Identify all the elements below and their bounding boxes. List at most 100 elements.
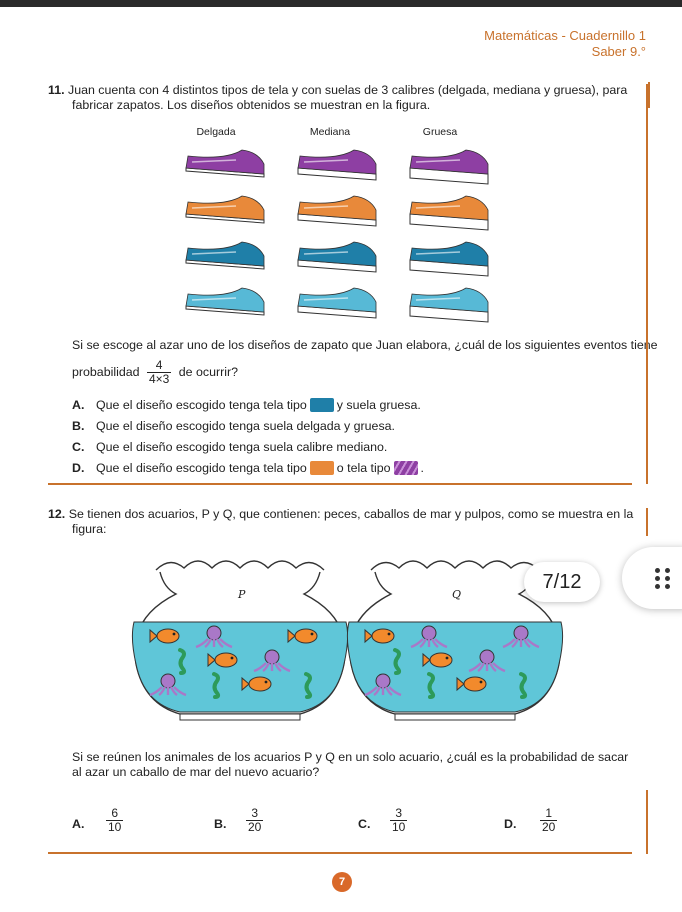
octopus-icon — [502, 625, 540, 649]
q12-answer-c-letter: C. — [358, 817, 371, 831]
seahorse-icon — [519, 672, 528, 699]
shoe-icon — [409, 287, 489, 323]
aquarium-q — [346, 560, 564, 721]
q11-option-d-letter: D. — [72, 461, 85, 475]
shoe-designs-figure — [185, 149, 489, 323]
q11-stem-line2: fabricar zapatos. Los diseños obtenidos … — [72, 98, 431, 112]
grid-dot-icon — [655, 568, 660, 573]
q11-stem-line1: Juan cuenta con 4 distintos tipos de tel… — [68, 83, 628, 97]
page-number: 7 — [332, 872, 352, 892]
q11-option-d-pre: Que el diseño escogido tenga tela tipo — [96, 461, 307, 475]
fish-icon — [364, 628, 395, 644]
aquarium-p — [131, 560, 349, 721]
fish-icon — [241, 676, 272, 692]
q12-right-rule — [646, 508, 648, 536]
shoe-icon — [185, 241, 265, 270]
page-indicator[interactable]: 7/12 — [524, 562, 600, 602]
q12-answer-c-num: 3 — [395, 806, 403, 820]
q12-question-line2: al azar un caballo de mar del nuevo acua… — [72, 765, 320, 779]
q11-option-d-post: . — [420, 461, 424, 475]
grid-dot-icon — [655, 584, 660, 589]
q11-option-d[interactable]: D. Que el diseño escogido tenga tela tipo… — [72, 460, 424, 476]
q11-option-d-mid: o tela tipo — [336, 461, 391, 475]
fish-icon — [207, 652, 238, 668]
seahorse-icon — [178, 648, 187, 675]
q12-answer-c-den: 10 — [390, 820, 408, 834]
q11-option-b-text: Que el diseño escogido tenga suela delga… — [96, 419, 395, 433]
shoe-icon — [185, 149, 265, 178]
q12-stem-line2: figura: — [72, 522, 107, 536]
q11-option-c-text: Que el diseño escogido tenga suela calib… — [96, 440, 388, 454]
q11-frac-num: 4 — [155, 358, 163, 373]
grid-dot-icon — [665, 584, 670, 589]
q11-question-line2: probabilidad 4 4×3 de ocurrir? — [72, 358, 238, 386]
fish-icon — [287, 628, 318, 644]
q11-question-line1: Si se escoge al azar uno de los diseños … — [72, 338, 658, 352]
header-rule — [648, 82, 650, 108]
fabric-blue-swatch-icon — [309, 398, 334, 412]
q11-option-c[interactable]: C. Que el diseño escogido tenga suela cal… — [72, 439, 387, 455]
shoe-icon — [185, 287, 265, 316]
q12-answer-d-letter: D. — [504, 817, 517, 831]
seahorse-icon — [304, 672, 313, 699]
header-subject: Matemáticas - Cuadernillo 1 — [484, 28, 646, 43]
grid-dot-icon — [655, 576, 660, 581]
q11-option-a[interactable]: A. Que el diseño escogido tenga tela tipo… — [72, 397, 421, 413]
q12-question-line1: Si se reúnen los animales de los acuario… — [72, 750, 629, 764]
column-delgada: Delgada — [196, 126, 236, 138]
q11-option-a-pre: Que el diseño escogido tenga tela tipo — [96, 398, 307, 412]
fabric-orange-swatch-icon — [309, 461, 334, 475]
q12-stem-line1: Se tienen dos acuarios, P y Q, que conti… — [68, 507, 634, 521]
q12-answer-d-num: 1 — [545, 806, 553, 820]
shoe-icon — [297, 195, 377, 227]
column-mediana: Mediana — [309, 126, 351, 138]
octopus-icon — [195, 625, 233, 649]
q12-bottom-rule — [646, 790, 648, 854]
shoe-icon — [409, 149, 489, 185]
fish-icon — [456, 676, 487, 692]
q12-answer-a-den: 10 — [106, 820, 124, 834]
q11-option-a-post: y suela gruesa. — [336, 398, 421, 412]
fish-icon — [149, 628, 180, 644]
q11-right-rule — [646, 84, 648, 484]
tank-q-label: Q — [452, 588, 461, 601]
grid-dot-icon — [665, 576, 670, 581]
bottom-divider — [48, 852, 632, 854]
tank-p-label: P — [237, 588, 246, 601]
q11-fraction: 4 4×3 — [146, 358, 172, 387]
octopus-icon — [410, 625, 448, 649]
column-gruesa: Gruesa — [422, 126, 458, 138]
q12-answer-b-letter: B. — [214, 817, 227, 831]
shoe-icon — [297, 287, 377, 319]
q11-number: 11. — [48, 83, 65, 97]
top-bar — [0, 0, 682, 7]
seahorse-icon — [212, 672, 221, 699]
shoe-icon — [409, 241, 489, 277]
octopus-icon — [364, 673, 402, 697]
octopus-icon — [468, 649, 506, 673]
shoe-icon — [185, 195, 265, 224]
octopus-icon — [253, 649, 291, 673]
octopus-icon — [149, 673, 187, 697]
q12-number: 12. — [48, 507, 66, 521]
q12-answer-b-num: 3 — [251, 806, 259, 820]
q11-option-c-letter: C. — [72, 440, 85, 454]
q11-option-a-letter: A. — [72, 398, 85, 412]
q12-answer-d-den: 20 — [540, 820, 558, 834]
shoe-icon — [297, 149, 377, 181]
q11-stem: 11. Juan cuenta con 4 distintos tipos de… — [48, 83, 627, 98]
q12-stem: 12. Se tienen dos acuarios, P y Q, que c… — [48, 507, 633, 522]
q11-option-b[interactable]: B.Que el diseño escogido tenga suela del… — [72, 418, 395, 434]
menu-button[interactable] — [622, 547, 682, 609]
q12-answer-b-den: 20 — [246, 820, 264, 834]
q11-question-suffix: de ocurrir? — [178, 365, 239, 379]
q11-question-prefix: probabilidad — [72, 365, 140, 379]
fabric-purple-swatch-icon — [393, 461, 418, 475]
shoe-icon — [297, 241, 377, 273]
q11-frac-den: 4×3 — [146, 372, 172, 387]
section-divider — [48, 483, 632, 485]
